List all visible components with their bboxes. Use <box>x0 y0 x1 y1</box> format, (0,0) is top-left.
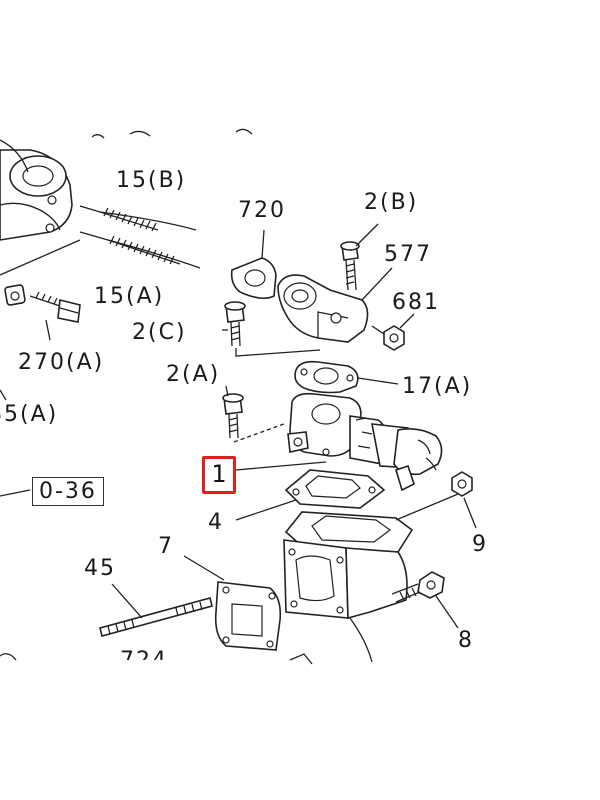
label-8: 8 <box>458 628 474 653</box>
exhaust-pipe-drawing <box>0 139 73 241</box>
label-270a: 270(A) <box>18 350 105 375</box>
reference-box[interactable]: 0-36 <box>32 477 104 507</box>
label-577: 577 <box>384 242 432 267</box>
egr-valve-drawing <box>235 392 443 492</box>
label-2b: 2(B) <box>364 190 419 215</box>
gasket-4-drawing <box>235 469 386 521</box>
label-2a: 2(A) <box>166 362 221 387</box>
bolt-2b-drawing <box>340 223 379 291</box>
leader-85a <box>0 389 7 401</box>
label-9: 9 <box>472 532 488 557</box>
label-4: 4 <box>208 510 224 535</box>
label-681: 681 <box>392 290 440 315</box>
label-15a: 15(A) <box>94 284 165 309</box>
gasket-720-drawing <box>230 229 277 300</box>
reference-leader <box>0 489 31 497</box>
gasket-17a-drawing <box>294 360 399 394</box>
adapter-housing-drawing <box>283 493 459 663</box>
label-724: 724 <box>120 648 168 673</box>
label-720: 720 <box>238 198 286 223</box>
stud-45-drawing <box>99 583 213 637</box>
nut-9-drawing <box>451 471 477 529</box>
bolt-270a-drawing <box>4 284 81 323</box>
leader-270a <box>45 319 51 341</box>
label-2c: 2(C) <box>132 320 187 345</box>
gasket-7-drawing <box>183 555 282 651</box>
label-15b: 15(B) <box>116 168 187 193</box>
flange-577-drawing <box>277 267 393 343</box>
bolt-2a-drawing <box>222 385 285 443</box>
part-724-drawing <box>0 653 313 665</box>
clipped-top-label <box>91 128 253 139</box>
stud-15a-drawing <box>79 231 201 269</box>
bolt-8-drawing <box>391 571 459 629</box>
bolt-2c-drawing <box>222 301 321 357</box>
stud-15b-drawing <box>79 205 197 232</box>
label-85a: 85(A) <box>0 402 59 427</box>
nut-681-drawing <box>371 313 415 351</box>
label-45: 45 <box>84 556 116 581</box>
label-7: 7 <box>158 534 174 559</box>
label-1: 1 <box>211 460 227 488</box>
reference-label: 0-36 <box>39 479 97 504</box>
label-17a: 17(A) <box>402 374 473 399</box>
part-1-highlight[interactable]: 1 <box>202 456 236 494</box>
